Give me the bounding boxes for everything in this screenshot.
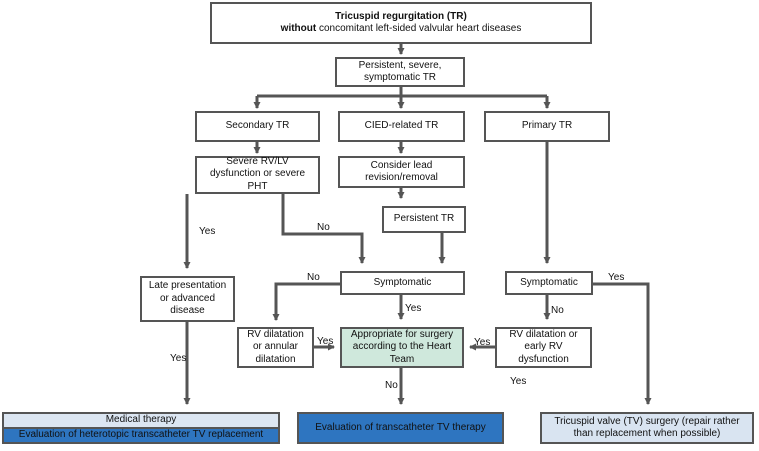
label-yes-rv-right: Yes — [474, 337, 491, 348]
persistent-severe-box: Persistent, severe, symptomatic TR — [335, 57, 465, 87]
consider-lead-box: Consider lead revision/removal — [338, 156, 465, 188]
label-yes-symptomatic-mid: Yes — [405, 303, 422, 314]
label-yes-severe: Yes — [199, 226, 216, 237]
label-yes-below-rv-right: Yes — [510, 376, 527, 387]
medical-therapy-box: Medical therapy — [2, 412, 280, 428]
tr-title-subtitle: without concomitant left-sided valvular … — [281, 23, 522, 36]
heterotopic-box: Evaluation of heterotopic transcatheter … — [2, 428, 280, 444]
tv-surgery-box: Tricuspid valve (TV) surgery (repair rat… — [540, 412, 754, 444]
edge-severe-symptomatic — [281, 194, 366, 264]
secondary-tr-box: Secondary TR — [195, 111, 320, 142]
label-no-severe: No — [317, 222, 330, 233]
primary-tr-box: Primary TR — [484, 111, 610, 142]
label-no-appropriate: No — [385, 380, 398, 391]
cied-tr-box: CIED-related TR — [338, 111, 465, 142]
tr-title-heading: Tricuspid regurgitation (TR) — [335, 10, 467, 22]
edge-symptomatic-tvsurgery — [593, 282, 652, 405]
rv-dilatation-left-box: RV dilatation or annular dilatation — [237, 327, 314, 368]
label-yes-rv-left: Yes — [317, 336, 334, 347]
label-yes-late: Yes — [170, 353, 187, 364]
label-yes-symptomatic-right: Yes — [608, 272, 625, 283]
label-no-symptomatic-mid: No — [307, 272, 320, 283]
appropriate-surgery-box: Appropriate for surgery according to the… — [340, 327, 464, 368]
rv-dilatation-right-box: RV dilatation or early RV dysfunction — [495, 327, 592, 368]
tr-title-rest: concomitant left-sided valvular heart di… — [316, 23, 522, 34]
severe-dysfunction-box: Severe RV/LV dysfunction or severe PHT — [195, 156, 320, 194]
tr-title-box: Tricuspid regurgitation (TR) without con… — [210, 2, 592, 44]
symptomatic-mid-box: Symptomatic — [340, 271, 465, 295]
persistent-tr-box: Persistent TR — [382, 206, 466, 233]
eval-transcatheter-box: Evaluation of transcatheter TV therapy — [297, 412, 504, 444]
edge-symptomatic-rvleft — [272, 282, 340, 321]
symptomatic-right-box: Symptomatic — [505, 271, 593, 295]
late-presentation-box: Late presentation or advanced disease — [140, 276, 235, 322]
label-no-symptomatic-right: No — [551, 305, 564, 316]
tr-title-emphasis: without — [280, 23, 317, 34]
